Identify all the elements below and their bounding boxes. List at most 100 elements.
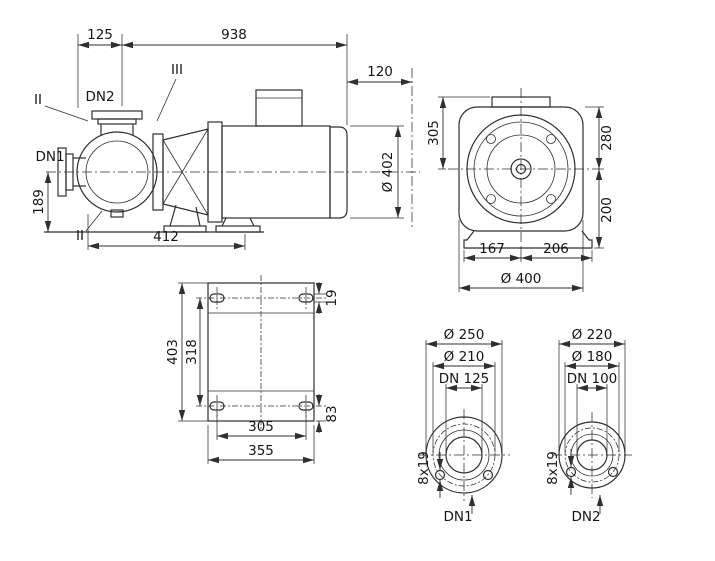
flange-dn1-callout: DN1 bbox=[443, 495, 476, 525]
baseplate-view: 403 318 19 83 305 355 bbox=[165, 275, 340, 464]
pump-volute-inner bbox=[85, 140, 149, 204]
discharge-flange-neck bbox=[97, 118, 137, 125]
dim-210-label: Ø 210 bbox=[444, 349, 485, 365]
dim-402-label: Ø 402 bbox=[380, 152, 396, 193]
dim-120-label: 120 bbox=[367, 64, 393, 80]
dim-355-label: 355 bbox=[248, 443, 274, 459]
bolt-circle bbox=[432, 423, 496, 487]
shaft-end bbox=[515, 163, 527, 175]
dim-305-label: 305 bbox=[426, 120, 442, 146]
dim-180-label: Ø 180 bbox=[572, 349, 613, 365]
pump-volute bbox=[76, 131, 158, 213]
dim-189: 189 bbox=[31, 172, 52, 232]
dim-206-label: 206 bbox=[543, 241, 569, 257]
support-foot bbox=[163, 225, 207, 233]
motor-feet-front bbox=[463, 230, 593, 249]
dim-167-206: 167 206 bbox=[463, 241, 593, 262]
dim-dn125-label: DN 125 bbox=[439, 371, 490, 387]
dim-318: 318 bbox=[184, 298, 204, 406]
dn1-port-label: DN1 bbox=[35, 149, 64, 165]
flange-dn2-label: DN2 bbox=[571, 509, 600, 525]
dim-355: 355 bbox=[207, 425, 315, 464]
front-view: 305 280 200 167 206 Ø 400 bbox=[426, 88, 615, 292]
dim-8x19-label: 8x19 bbox=[416, 451, 432, 485]
flange-bolt-hole bbox=[607, 466, 619, 478]
terminal-box-front bbox=[491, 96, 551, 108]
dim-19: 19 bbox=[314, 282, 340, 314]
dim-938: 938 bbox=[122, 27, 348, 125]
dim-dn2-bolt-circle: Ø 180 bbox=[564, 349, 620, 452]
dim-412: 412 bbox=[87, 214, 246, 250]
dn2-port-label: DN2 bbox=[85, 89, 114, 105]
dim-305: 305 bbox=[426, 96, 490, 170]
dim-dn1-outer: Ø 250 bbox=[425, 327, 503, 452]
section-label: III bbox=[171, 62, 183, 78]
dim-280-label: 280 bbox=[599, 125, 615, 151]
bolt-hole bbox=[546, 194, 556, 204]
dim-dn1-bolt-circle: Ø 210 bbox=[432, 349, 496, 452]
dim-403: 403 bbox=[165, 282, 208, 422]
dim-dn2-outer: Ø 220 bbox=[558, 327, 626, 452]
terminal-box bbox=[255, 89, 303, 127]
dim-305-label: 305 bbox=[248, 419, 274, 435]
bolt-hole bbox=[546, 134, 556, 144]
bolt-hole bbox=[486, 134, 496, 144]
dim-200: 200 bbox=[594, 169, 615, 249]
dim-8x19-label: 8x19 bbox=[545, 451, 561, 485]
dim-305-base: 305 bbox=[216, 412, 307, 440]
side-view-labels: II DN2 III DN1 II bbox=[34, 62, 183, 244]
flange-outer-circle bbox=[425, 416, 503, 494]
dim-167-label: 167 bbox=[479, 241, 505, 257]
baseplate-geometry bbox=[196, 275, 326, 430]
flange-outer-circle bbox=[558, 421, 626, 489]
front-view-geometry bbox=[448, 88, 596, 249]
flange-dn2-view: Ø 220 Ø 180 DN 100 8x19 DN2 bbox=[545, 327, 632, 525]
seal-top-leader bbox=[44, 105, 89, 122]
dim-403-label: 403 bbox=[165, 339, 181, 365]
flange-bolt-hole bbox=[565, 466, 577, 478]
bore-circle bbox=[445, 436, 483, 474]
dim-250-label: Ø 250 bbox=[444, 327, 485, 343]
section-leader bbox=[156, 78, 177, 122]
dim-412-label: 412 bbox=[153, 229, 179, 245]
dim-dn100-label: DN 100 bbox=[567, 371, 618, 387]
dim-220-label: Ø 220 bbox=[572, 327, 613, 343]
seal-label-top: II bbox=[34, 92, 42, 108]
seal-bottom-leader bbox=[85, 210, 103, 232]
flange-bolt-hole bbox=[434, 469, 446, 481]
dim-motor-diameter: Ø 402 bbox=[350, 125, 404, 219]
dim-400: Ø 400 bbox=[458, 220, 584, 292]
dim-83: 83 bbox=[315, 394, 340, 433]
motor-face-circle bbox=[466, 114, 576, 224]
dim-125-label: 125 bbox=[87, 27, 113, 43]
flange-dn1-view: Ø 250 Ø 210 DN 125 8x19 DN1 bbox=[416, 327, 510, 525]
flange-dn2-geometry bbox=[552, 412, 632, 498]
bore-circle bbox=[576, 439, 608, 471]
dim-dn1-nominal: DN 125 bbox=[439, 371, 490, 452]
shaft-hub bbox=[510, 158, 532, 180]
dim-938-label: 938 bbox=[221, 27, 247, 43]
dim-dn2-nominal: DN 100 bbox=[567, 371, 618, 452]
dim-280: 280 bbox=[585, 106, 615, 170]
raised-face-circle bbox=[438, 429, 490, 481]
bolt-circle bbox=[564, 427, 620, 483]
seal-label-bottom: II bbox=[76, 228, 84, 244]
side-view-geometry bbox=[44, 89, 420, 233]
dim-83-label: 83 bbox=[324, 405, 340, 422]
discharge-flange bbox=[91, 110, 143, 120]
drain-plug bbox=[110, 209, 124, 218]
dim-189-label: 189 bbox=[31, 189, 47, 215]
bolt-hole bbox=[486, 194, 496, 204]
dim-19-label: 19 bbox=[324, 289, 340, 306]
dim-400-label: Ø 400 bbox=[501, 271, 542, 287]
motor-foot bbox=[215, 225, 261, 233]
dim-318-label: 318 bbox=[184, 339, 200, 365]
dim-120: 120 bbox=[347, 64, 413, 230]
fan-cover bbox=[329, 126, 348, 219]
flange-dn1-geometry bbox=[418, 409, 510, 501]
side-view: 125 938 120 Ø 402 189 412 I bbox=[31, 27, 420, 250]
flange-bolt-hole bbox=[482, 469, 494, 481]
dim-dn2-holes: 8x19 bbox=[545, 449, 575, 495]
